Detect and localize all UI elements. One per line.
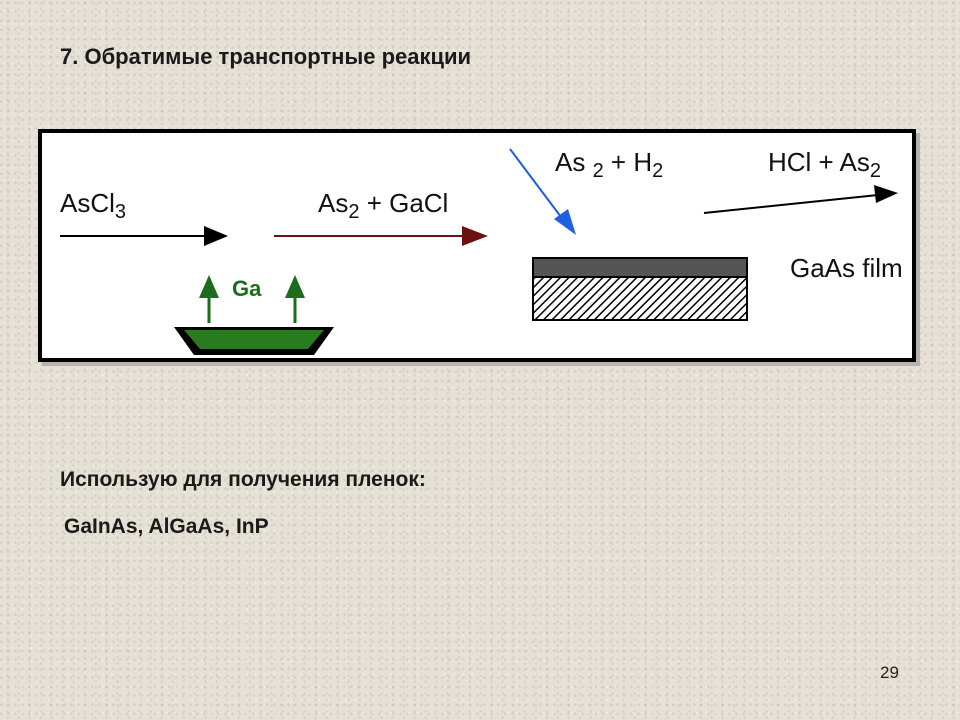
hcl-as-text: HCl + As	[768, 147, 870, 177]
as2-h2-h-text: + H	[603, 147, 653, 177]
as2-h2-sub1: 2	[592, 160, 604, 182]
reactor-diagram: AsCl3 As2 + GaCl As 2 + H2 HCl + As2 Ga …	[38, 129, 916, 362]
gacl-text: + GaCl	[359, 188, 449, 218]
hcl-as2-label: HCl + As2	[768, 147, 881, 182]
as2-h2-label: As 2 + H2	[555, 147, 663, 182]
ascl3-sub: 3	[114, 201, 127, 223]
ga-vapor-arrows	[199, 275, 305, 323]
ascl3-arrow	[60, 226, 228, 246]
gaas-film-label: GaAs film	[790, 253, 903, 283]
as2-text: As	[318, 188, 349, 218]
slide-title: 7. Обратимые транспортные реакции	[60, 44, 472, 69]
as2-h2-as-text: As	[555, 147, 593, 177]
as2-sub: 2	[348, 201, 360, 223]
ga-boat	[174, 327, 334, 355]
ga-label: Ga	[232, 276, 262, 301]
hcl-as2-sub: 2	[869, 160, 881, 182]
diagram-graphics	[60, 148, 898, 355]
ascl3-text: AsCl	[60, 188, 115, 218]
as2-h2-sub2: 2	[652, 160, 664, 182]
page-number: 29	[880, 663, 899, 682]
gaas-substrate	[532, 257, 748, 321]
ascl3-label: AsCl3	[60, 188, 126, 223]
films-list: GaInAs, AlGaAs, InP	[64, 515, 269, 538]
as2-gacl-label: As2 + GaCl	[318, 188, 449, 223]
used-for-label: Использую для получения пленок:	[60, 468, 426, 491]
incoming-arrow	[509, 148, 576, 235]
as2-gacl-arrow	[274, 226, 488, 246]
outgoing-arrow	[703, 185, 898, 214]
